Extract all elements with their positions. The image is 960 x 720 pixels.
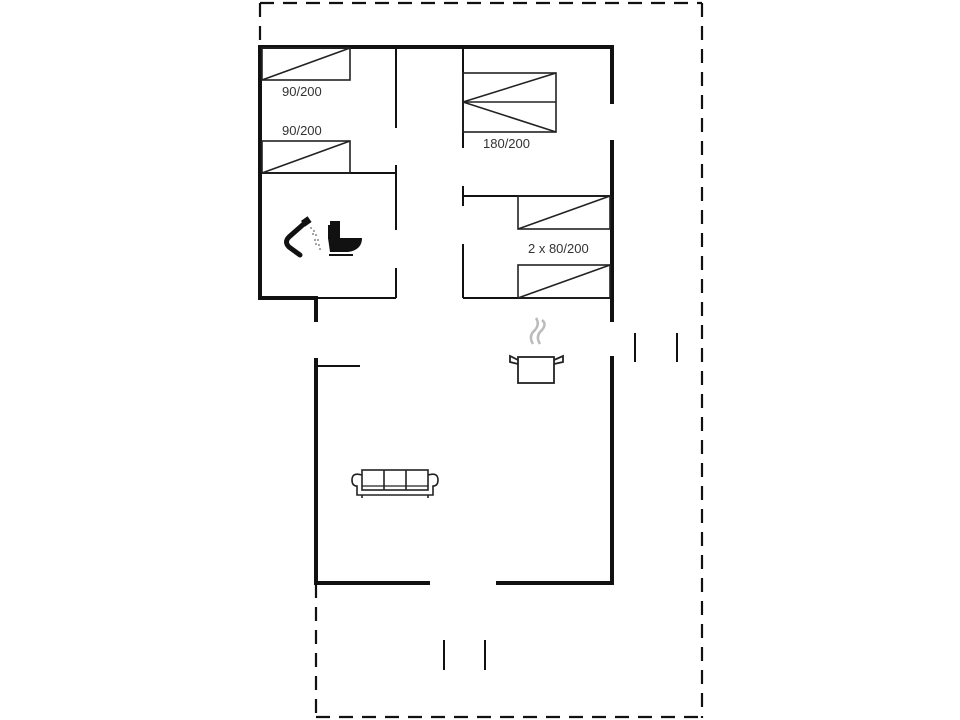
terrace-outline — [258, 1, 704, 719]
sofa-icon — [351, 469, 439, 498]
bed-single-2 — [261, 140, 351, 174]
terrace-steps-bottom — [443, 640, 486, 670]
bed-twin-2 — [517, 264, 611, 299]
bed-label-single-1: 90/200 — [282, 84, 322, 99]
bed-single-1 — [261, 47, 351, 81]
shower-icon — [284, 216, 321, 258]
bed-twin-1 — [517, 195, 611, 230]
cooking-pot-icon — [509, 317, 564, 384]
exterior-walls — [258, 45, 614, 585]
bed-label-twin: 2 x 80/200 — [528, 241, 589, 256]
bed-label-double: 180/200 — [483, 136, 530, 151]
toilet-icon — [328, 221, 362, 256]
terrace-steps-right — [634, 333, 678, 362]
bed-label-single-2: 90/200 — [282, 123, 322, 138]
bed-double — [462, 72, 557, 133]
